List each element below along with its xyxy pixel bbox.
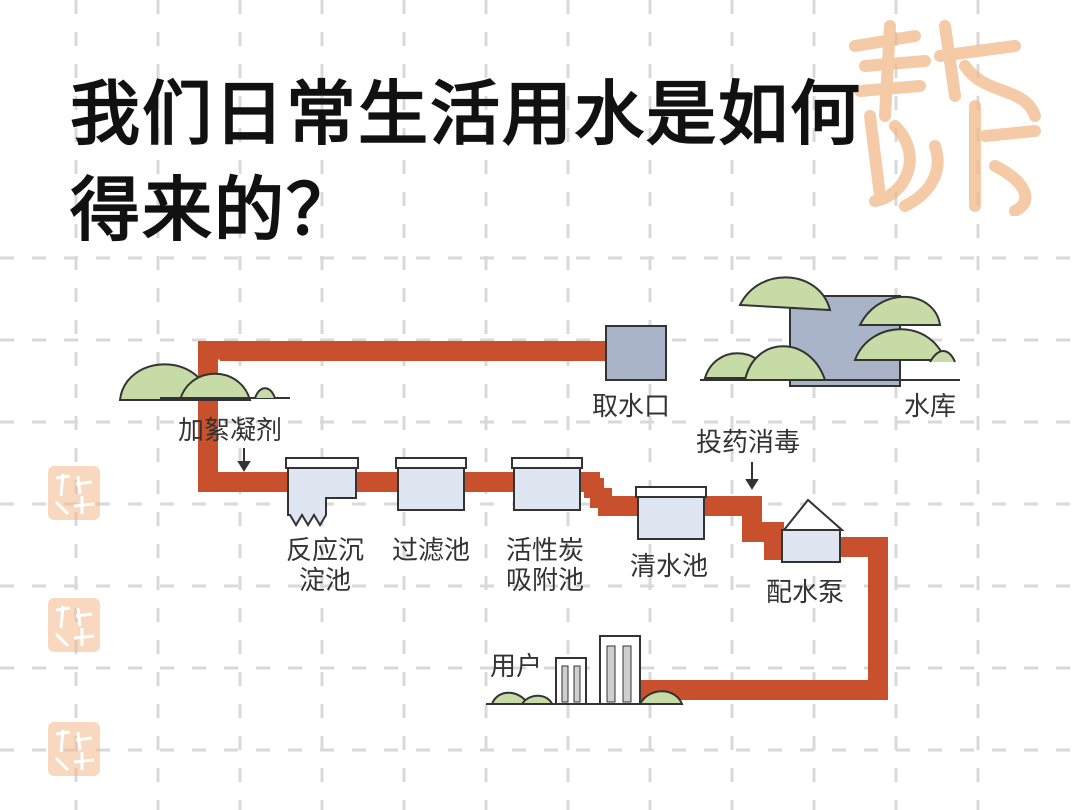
coagulant-arrow bbox=[237, 448, 251, 472]
label-coagulant: 加絮凝剂 bbox=[178, 416, 283, 446]
label-disinfect: 投药消毒 bbox=[696, 428, 801, 458]
label-reservoir: 水库 bbox=[904, 392, 957, 422]
source-hills bbox=[118, 363, 290, 401]
decorative-seal-small-3 bbox=[48, 722, 100, 776]
label-sedimentation-line2: 淀池 bbox=[299, 566, 352, 596]
label-user: 用户 bbox=[490, 652, 543, 682]
reservoir bbox=[700, 276, 960, 387]
decorative-seal-small-2 bbox=[48, 598, 100, 652]
filter-tank bbox=[395, 457, 467, 511]
decorative-seal-small-1 bbox=[48, 466, 100, 520]
carbon-tank bbox=[511, 457, 583, 511]
decorative-seal-large bbox=[849, 20, 1041, 216]
label-intake: 取水口 bbox=[592, 392, 671, 422]
label-pump: 配水泵 bbox=[766, 578, 845, 608]
water-pipe bbox=[198, 341, 888, 700]
label-carbon: 活性炭 吸附池 bbox=[506, 536, 584, 596]
label-filter: 过滤池 bbox=[392, 536, 471, 566]
label-carbon-line1: 活性炭 bbox=[506, 536, 585, 566]
page-title: 我们日常生活用水是如何 得来的？ bbox=[70, 66, 970, 258]
label-clear-water: 清水池 bbox=[630, 552, 709, 582]
pump-house bbox=[781, 498, 845, 563]
label-sedimentation: 反应沉 淀池 bbox=[286, 536, 364, 596]
label-carbon-line2: 吸附池 bbox=[506, 566, 585, 596]
intake-box bbox=[605, 325, 667, 381]
user-buildings bbox=[486, 635, 684, 705]
title-line-2: 得来的？ bbox=[70, 169, 358, 251]
disinfect-arrow bbox=[745, 462, 759, 490]
clear-water-tank bbox=[635, 486, 707, 540]
label-sedimentation-line1: 反应沉 bbox=[286, 536, 365, 566]
title-line-1: 我们日常生活用水是如何 bbox=[70, 73, 862, 155]
sedimentation-tank bbox=[285, 457, 359, 527]
